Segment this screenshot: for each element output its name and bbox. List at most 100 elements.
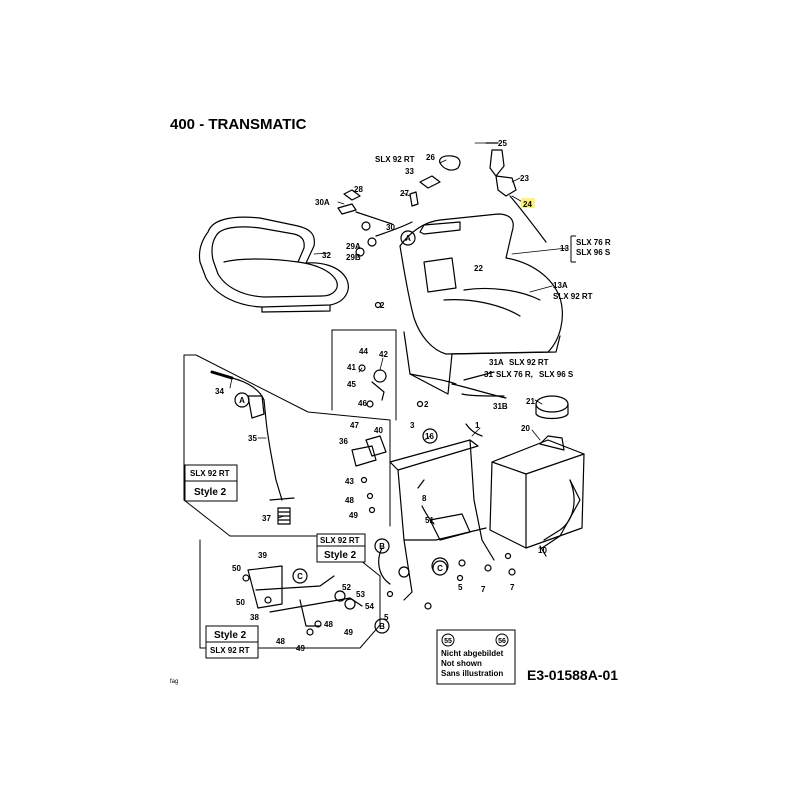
label-46: 46 [358,399,367,408]
label-48-mid: 48 [345,496,354,505]
label-47: 47 [350,421,359,430]
label-40: 40 [374,426,383,435]
bottom-assembly [242,565,363,636]
label-31B: 31B [493,402,508,411]
leader-lines [229,142,568,519]
style-box-middle-style: Style 2 [324,550,357,561]
label-37: 37 [262,514,271,523]
callout-a-left: A [239,396,245,405]
label-30A: 30A [315,198,330,207]
label-7-a: 7 [481,585,486,594]
model-slx92rt-13a: SLX 92 RT [553,292,593,301]
drawing-code: E3-01588A-01 [527,667,619,683]
label-49-mid: 49 [349,511,358,520]
label-49-right: 49 [344,628,353,637]
corner-note: fag [170,679,179,685]
label-10: 10 [538,546,547,555]
label-2-mid: 2 [424,400,429,409]
style-box-bottom-style: Style 2 [214,630,247,641]
label-26: 26 [426,153,435,162]
legend-line-2: Not shown [441,659,482,668]
label-35: 35 [248,434,257,443]
label-21: 21 [526,397,535,406]
label-52: 52 [342,583,351,592]
style-box-left-style: Style 2 [194,487,227,498]
highlight-24 [521,198,535,208]
callout-b-bottom: B [379,622,385,631]
legend-badge-56: 56 [498,638,506,645]
style-box-left-model: SLX 92 RT [190,469,230,478]
label-50-top: 50 [232,564,241,573]
part-labels: 25 26 33 23 24 28 27 30A 30 29A 29B 32 2… [215,139,569,653]
model-slx96s-31: SLX 96 S [539,370,574,379]
label-3: 3 [410,421,415,430]
style-box-left: SLX 92 RT Style 2 [184,464,238,502]
screws [360,301,512,598]
label-39: 39 [258,551,267,560]
label-28: 28 [354,185,363,194]
style-box-bottom: Style 2 SLX 92 RT [205,625,259,659]
label-49-bottom: 49 [296,644,305,653]
label-38: 38 [250,613,259,622]
style-box-middle-model: SLX 92 RT [320,536,360,545]
callout-a-top: A [405,234,411,243]
callout-circles [234,230,448,634]
label-23: 23 [520,174,529,183]
label-8: 8 [422,494,427,503]
label-44: 44 [359,347,368,356]
callout-letters: A A B B C C [239,234,443,631]
label-31A: 31A [489,358,504,367]
label-24: 24 [523,200,532,209]
label-32: 32 [322,251,331,260]
model-slx96s: SLX 96 S [576,248,611,257]
legend-line-3: Sans illustration [441,669,503,678]
label-48-right: 48 [324,620,333,629]
label-41: 41 [347,363,356,372]
chassis-frame [378,423,516,610]
panel-boundaries [183,329,397,649]
label-2-top: 2 [380,301,385,310]
model-slx76r-31: SLX 76 R, [496,370,533,379]
model-slx76r: SLX 76 R [576,238,611,247]
left-linkage [210,370,295,525]
label-13: 13 [560,244,569,253]
callout-c-left: C [297,572,303,581]
label-29A: 29A [346,242,361,251]
label-34: 34 [215,387,224,396]
label-5-right: 5 [458,583,463,592]
label-27: 27 [400,189,409,198]
label-36: 36 [339,437,348,446]
model-labels: SLX 92 RT SLX 76 R SLX 96 S SLX 92 RT SL… [375,155,611,379]
control-parts [337,142,547,257]
label-29B: 29B [346,253,361,262]
label-20: 20 [521,424,530,433]
label-13A: 13A [553,281,568,290]
label-50-bottom: 50 [236,598,245,607]
fuel-tank [489,395,585,549]
label-30: 30 [386,223,395,232]
label-51: 51 [425,516,434,525]
legend-badge-55: 55 [444,638,452,645]
label-45: 45 [347,380,356,389]
label-43: 43 [345,477,354,486]
legend-box: 55 56 Nicht abgebildet Not shown Sans il… [436,629,516,685]
label-5-left: 5 [384,613,389,622]
model-slx92rt-top: SLX 92 RT [375,155,415,164]
label-22: 22 [474,264,483,273]
lever-assembly [351,364,387,467]
label-42: 42 [379,350,388,359]
label-1: 1 [475,421,480,430]
cable-lines [451,371,581,557]
label-53: 53 [356,590,365,599]
label-25: 25 [498,139,507,148]
callout-b-top: B [379,542,385,551]
legend-line-1: Nicht abgebildet [441,649,504,658]
label-31: 31 [484,370,493,379]
label-48-bottom: 48 [276,637,285,646]
label-7-b: 7 [510,583,515,592]
style-box-bottom-model: SLX 92 RT [210,646,250,655]
callout-c-right: C [437,564,443,573]
fender-body [399,213,563,397]
